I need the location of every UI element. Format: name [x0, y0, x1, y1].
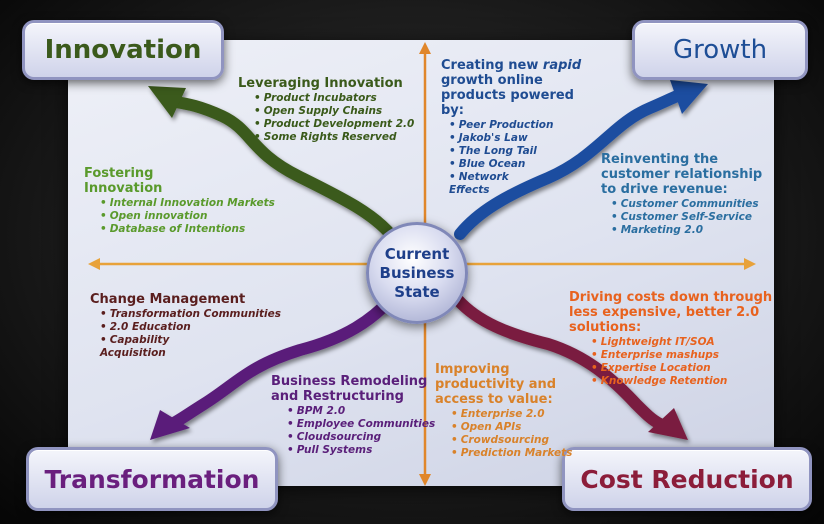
center-line-2: Business	[379, 263, 455, 282]
creating-growth-block: Creating new rapid growth online product…	[441, 58, 591, 197]
growth-arrow	[454, 80, 708, 240]
list-item: •Enterprise 2.0	[451, 408, 545, 420]
costs-heading-2: less expensive, better 2.0	[569, 305, 760, 320]
reinvent-heading-2: customer relationship	[601, 167, 763, 182]
fostering-heading-1: Fostering	[84, 166, 154, 181]
list-item: •Cloudsourcing	[287, 431, 382, 443]
list-item: •Marketing 2.0	[611, 224, 704, 236]
list-item: •Employee Communities	[287, 418, 436, 430]
leveraging-heading: Leveraging Innovation	[238, 76, 403, 91]
driving-costs-block: Driving costs down through less expensiv…	[569, 290, 772, 388]
center-line-1: Current	[384, 244, 450, 263]
costs-heading-1: Driving costs down through	[569, 290, 773, 305]
list-item: •Network Effects	[449, 171, 509, 196]
list-item: •Knowledge Retention	[591, 375, 728, 387]
growth-box: Growth	[632, 20, 808, 80]
innovation-arrow	[148, 86, 398, 242]
list-item: •Enterprise mashups	[591, 349, 719, 361]
productivity-heading-2: productivity and	[435, 377, 557, 392]
productivity-heading-1: Improving	[435, 362, 510, 377]
list-item: •Open APIs	[451, 421, 522, 433]
list-item: •Blue Ocean	[449, 158, 526, 170]
list-item: •Product Development 2.0	[254, 118, 415, 130]
list-item: •Open innovation	[100, 210, 208, 222]
list-item: •BPM 2.0	[287, 405, 346, 417]
innovation-box: Innovation	[22, 20, 224, 80]
reinvent-heading-1: Reinventing the	[601, 152, 719, 167]
business-remodeling-block: Business Remodeling and Restructuring •B…	[271, 374, 435, 457]
list-item: •The Long Tail	[449, 145, 537, 157]
list-item: •Expertise Location	[591, 362, 711, 374]
list-item: •Jakob's Law	[449, 132, 528, 144]
list-item: •Lightweight IT/SOA	[591, 336, 715, 348]
change-management-block: Change Management •Transformation Commun…	[90, 292, 281, 360]
transformation-arrow	[150, 292, 398, 440]
list-item: •Internal Innovation Markets	[100, 197, 275, 209]
list-item: •Crowdsourcing	[451, 434, 549, 446]
list-item: •Transformation Communities	[100, 308, 282, 320]
growth-label: Growth	[672, 35, 768, 65]
change-heading: Change Management	[90, 292, 246, 307]
fostering-innovation-block: Fostering Innovation •Internal Innovatio…	[84, 166, 275, 236]
list-item: •Product Incubators	[254, 92, 377, 104]
transformation-box: Transformation	[26, 447, 278, 511]
fostering-heading-2: Innovation	[84, 181, 163, 196]
productivity-heading-3: access to value:	[435, 392, 553, 407]
creating-heading: Creating new rapid growth online product…	[441, 58, 582, 118]
costs-heading-3: solutions:	[569, 320, 642, 335]
reinventing-customer-block: Reinventing the customer relationship to…	[601, 152, 762, 237]
list-item: •Some Rights Reserved	[254, 131, 397, 143]
current-business-state-circle: Current Business State	[366, 222, 468, 324]
innovation-label: Innovation	[44, 35, 202, 65]
reinvent-heading-3: to drive revenue:	[601, 182, 728, 197]
leveraging-innovation-block: Leveraging Innovation •Product Incubator…	[238, 76, 414, 144]
list-item: •Customer Self-Service	[611, 211, 752, 223]
list-item: •Pull Systems	[287, 444, 373, 456]
cost-reduction-arrow	[452, 294, 688, 440]
cost-reduction-box: Cost Reduction	[562, 447, 812, 511]
list-item: •Open Supply Chains	[254, 105, 383, 117]
remodel-heading-2: and Restructuring	[271, 389, 404, 404]
transformation-label: Transformation	[44, 464, 260, 494]
list-item: •Database of Intentions	[100, 223, 246, 235]
center-line-3: State	[394, 282, 440, 301]
list-item: •2.0 Education	[100, 321, 191, 333]
cost-reduction-label: Cost Reduction	[580, 464, 794, 494]
remodel-heading-1: Business Remodeling	[271, 374, 428, 389]
improving-productivity-block: Improving productivity and access to val…	[435, 362, 572, 460]
list-item: •Prediction Markets	[451, 447, 573, 459]
list-item: •Customer Communities	[611, 198, 759, 210]
list-item: •Capability Acquisition	[100, 334, 170, 359]
list-item: •Peer Production	[449, 119, 554, 131]
